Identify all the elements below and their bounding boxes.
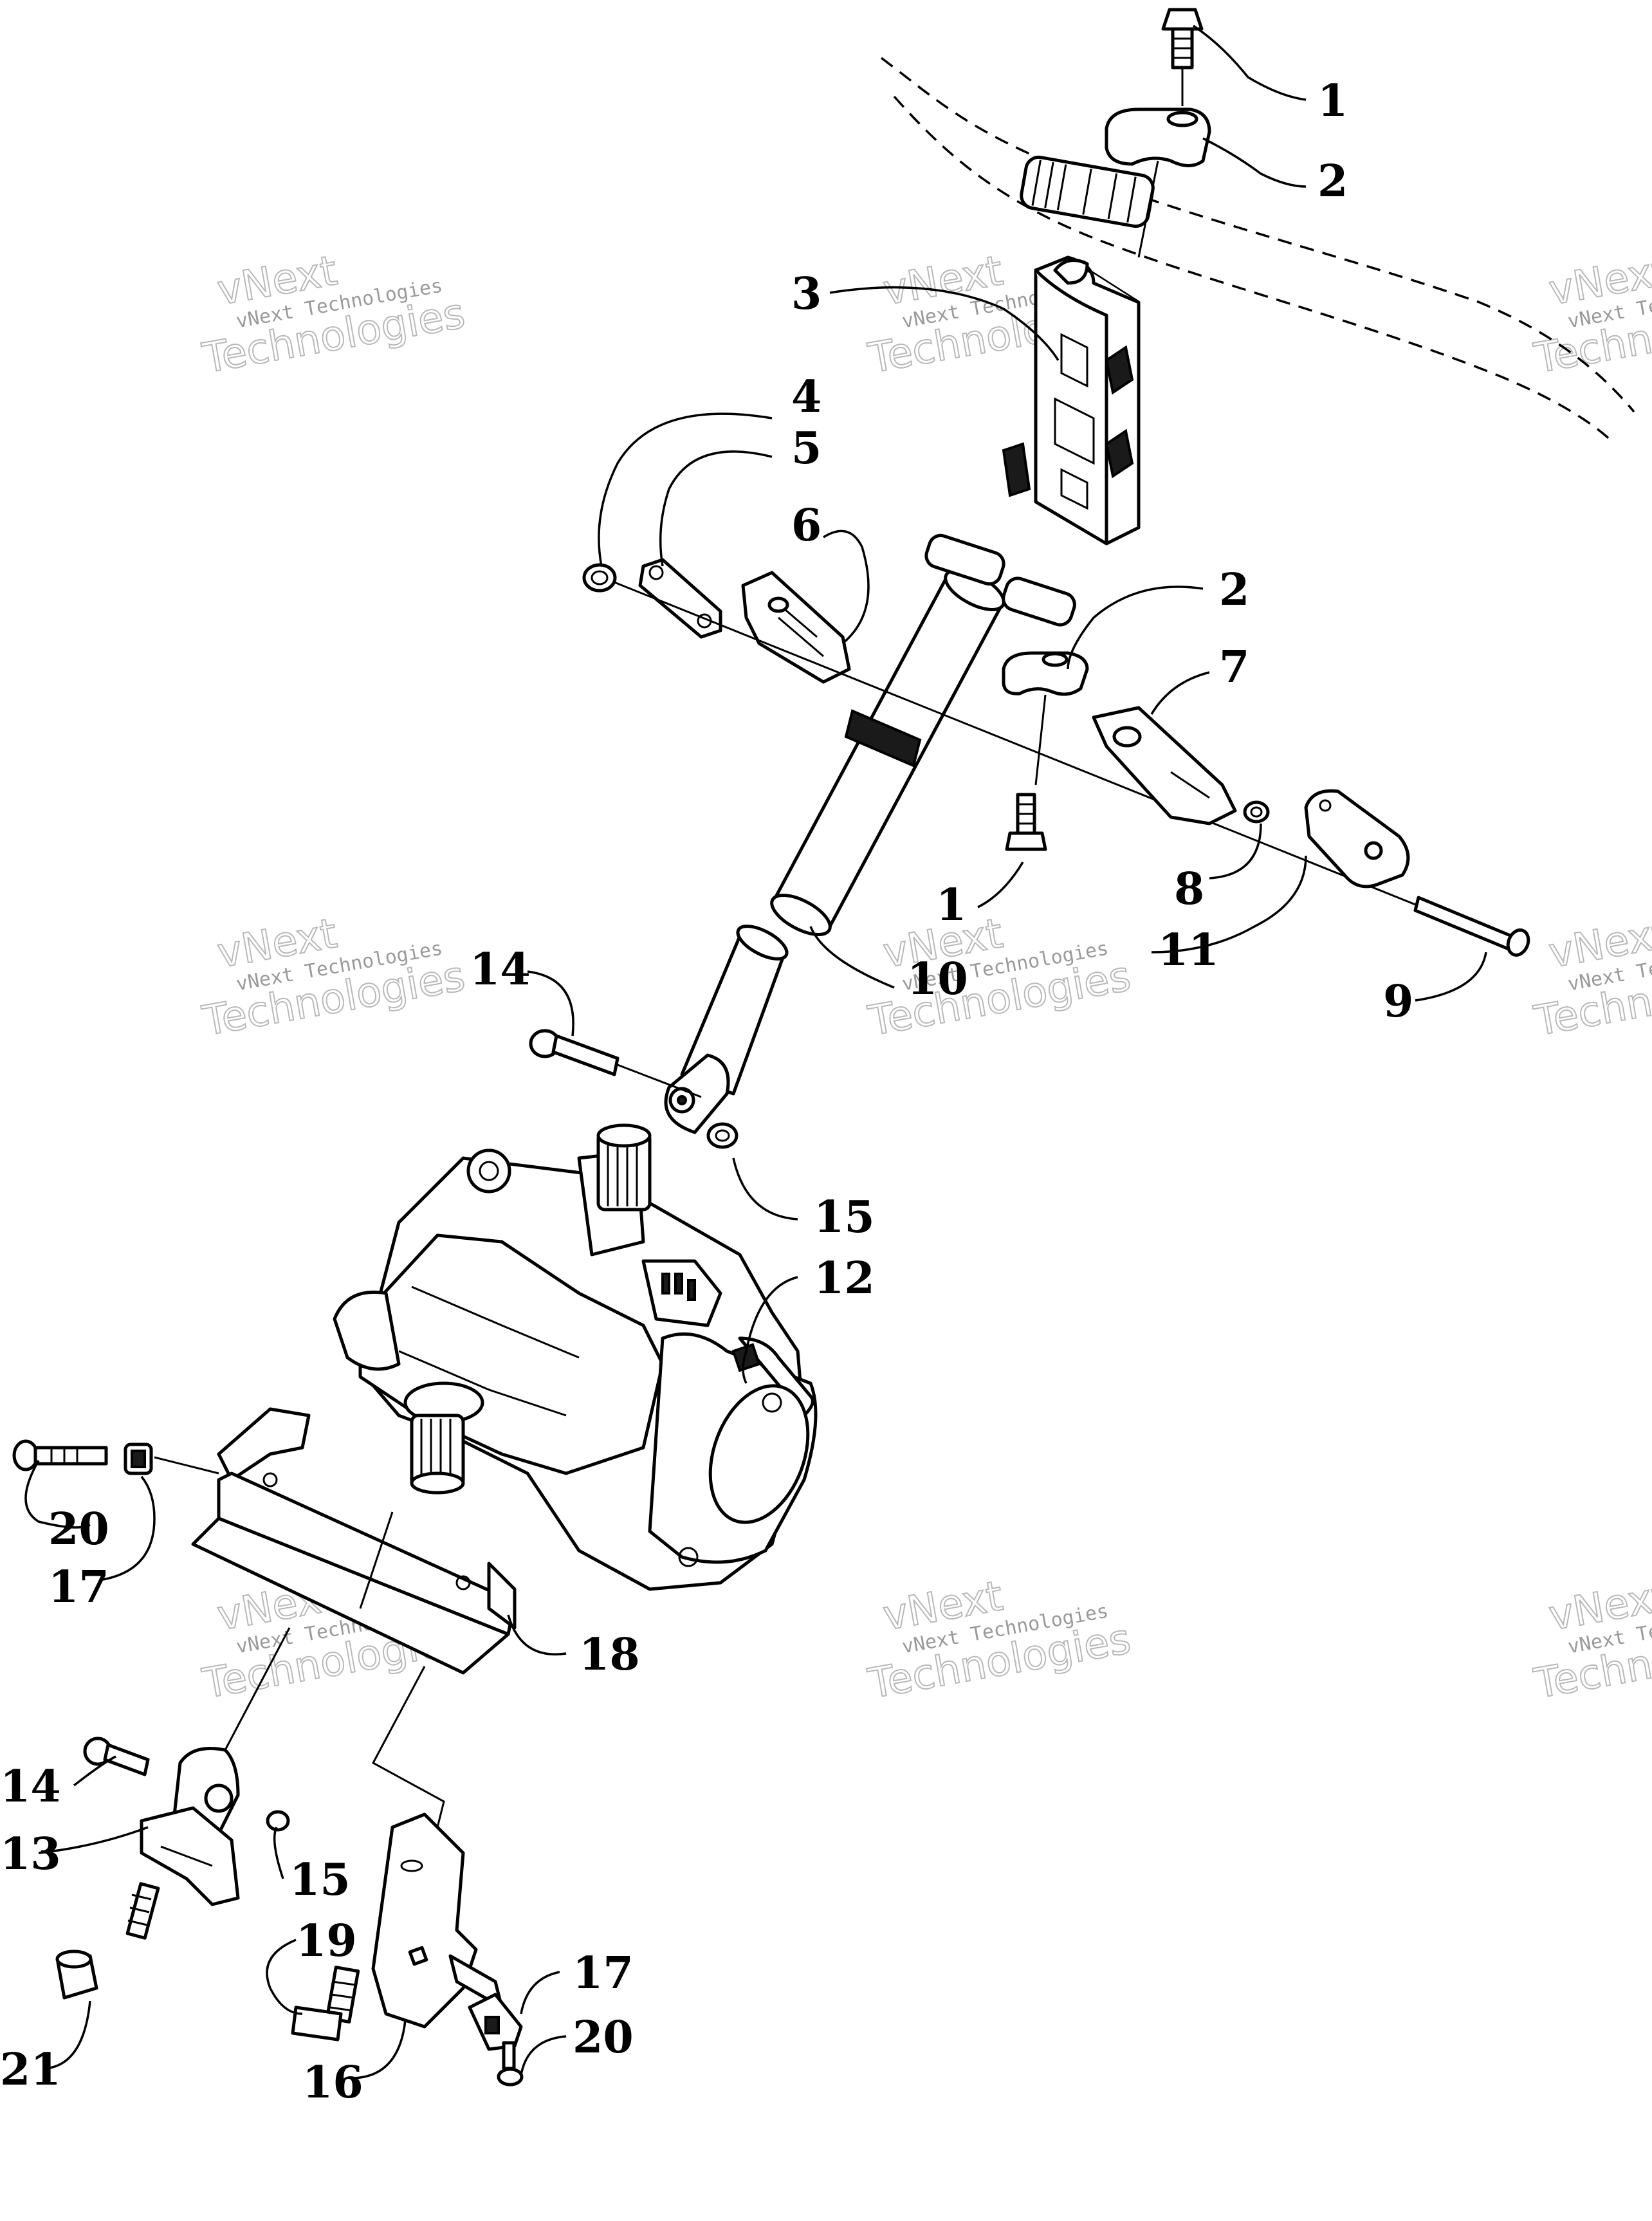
clamp-upper [1105,107,1211,167]
nut-17-left [124,1442,153,1475]
callout-10: 10 [907,954,968,1005]
callout-15-upper: 15 [814,1192,875,1243]
mounting-bracket-18 [191,1407,517,1675]
nut-8 [1243,800,1270,824]
callout-18: 18 [579,1629,640,1681]
bolt-20-right [497,2041,524,2087]
callout-1-top: 1 [1317,75,1348,127]
callout-4: 4 [791,371,821,423]
callout-7: 7 [1219,641,1249,693]
callout-9: 9 [1383,976,1413,1028]
handlebar-outline [880,57,1635,445]
callout-20-right: 20 [573,2012,634,2063]
nut-17-right [468,1993,523,2051]
callout-20-left: 20 [48,1504,109,1555]
nut-15-lower [266,1810,290,1832]
callout-12: 12 [814,1253,875,1304]
callout-19: 19 [296,1915,357,1967]
callout-14-upper: 14 [470,944,531,995]
callout-21: 21 [0,2044,61,2096]
watermark-top-right: vNext vNext Technologies Technologies [1530,246,1652,383]
nut-15-upper [706,1122,739,1149]
motor-housing [648,1332,818,1567]
bracket-16 [371,1812,504,2029]
callout-6: 6 [791,500,821,551]
callout-11: 11 [1158,925,1219,976]
bolt-9 [1413,896,1530,957]
bracket-7 [1092,706,1237,825]
nut-4 [582,563,617,593]
callout-3: 3 [791,268,821,320]
plate-11 [1304,789,1410,889]
callout-14-lower: 14 [0,1761,61,1812]
watermark-low-right: vNext vNext Technologies Technologies [1530,1572,1652,1709]
watermark-top-left: vNext vNext Technologies Technologies [198,246,469,383]
watermark-mid-right: vNext vNext Technologies Technologies [1530,909,1652,1046]
steering-post-clamp [1002,255,1141,546]
connector-block [641,1259,722,1327]
bolt-14-upper [529,1029,620,1076]
bolt-21-stem [125,1882,160,1940]
mount-6 [741,571,851,684]
nut-21 [55,1949,98,2000]
steering-shaft [664,533,1076,1134]
callout-1-lower: 1 [936,880,966,931]
bolt-14-lower [83,1737,150,1776]
output-spline [403,1381,484,1495]
callout-13: 13 [0,1829,61,1880]
input-spline [596,1123,652,1212]
power-steering-unit [333,1123,818,1591]
watermark-mid-center: vNext vNext Technologies Technologies [864,909,1135,1046]
bolt-19 [291,1966,360,2041]
callout-15-lower: 15 [289,1854,351,1906]
callout-17-right: 17 [573,1948,634,1999]
callout-16: 16 [302,2057,363,2108]
callout-17-left: 17 [48,1562,109,1613]
watermark-mid-left: vNext vNext Technologies Technologies [198,909,469,1046]
callout-5: 5 [791,423,821,474]
callout-8: 8 [1174,863,1204,915]
u-joint-13 [140,1747,240,1906]
bolt-20-left [12,1439,108,1471]
clamp-lower [1002,651,1089,696]
bolt-lower [1005,793,1047,851]
watermark-low-center: vNext vNext Technologies Technologies [864,1572,1135,1709]
callout-2-top: 2 [1317,156,1348,207]
bolt-top [1161,8,1204,69]
callout-2-lower: 2 [1219,564,1249,616]
